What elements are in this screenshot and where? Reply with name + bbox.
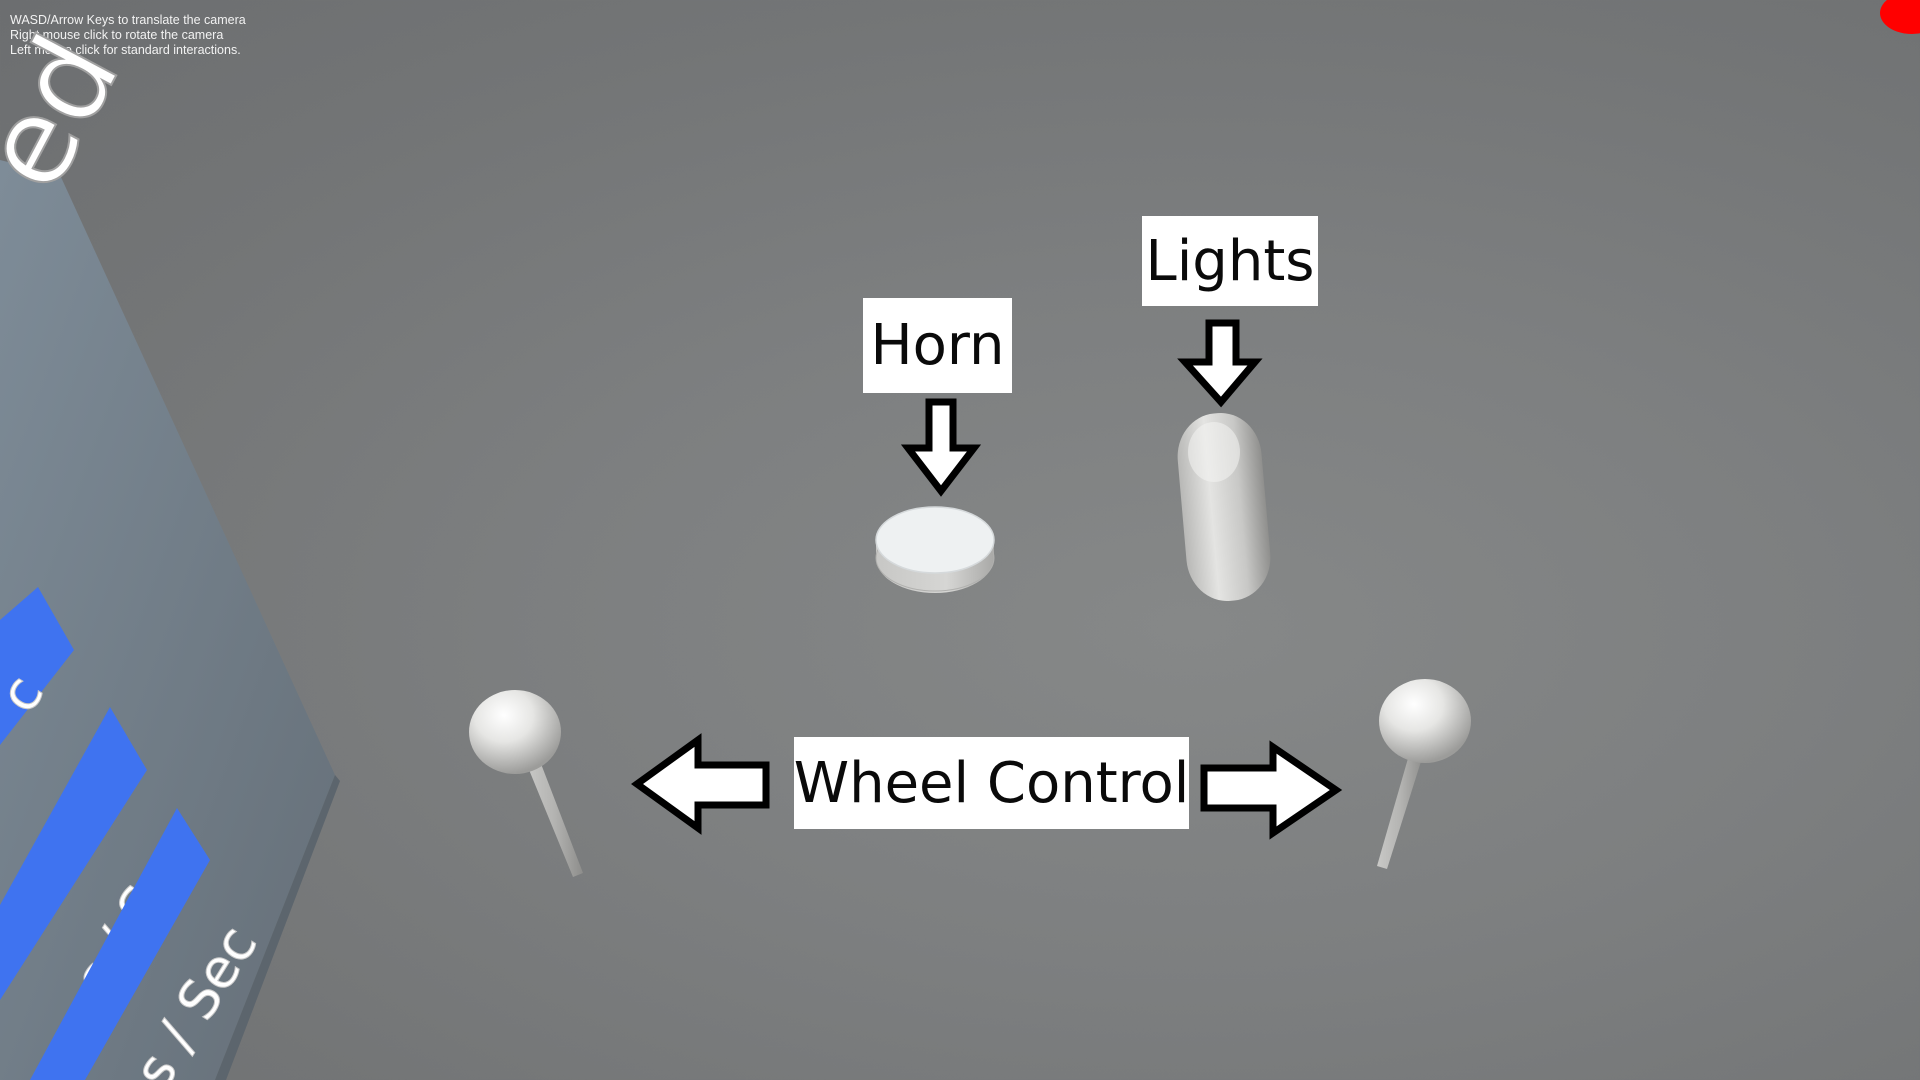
panel-button-1[interactable]: c [0,587,74,745]
panel-title-fragment: ed [0,14,147,212]
lights-arrow-icon [1177,319,1263,408]
wheel-right-joystick[interactable] [1377,679,1471,869]
horn-arrow-icon [900,398,982,497]
horn-label: Horn [863,298,1012,393]
instruction-translate: WASD/Arrow Keys to translate the camera [10,13,246,27]
wheel-control-label: Wheel Control [794,737,1189,829]
wheel-right-arrow-icon [1200,740,1343,840]
camera-instructions: WASD/Arrow Keys to translate the camera … [10,13,246,58]
lights-label: Lights [1142,216,1318,306]
wheel-left-joystick[interactable] [469,690,583,877]
instruction-interact: Left mouse click for standard interactio… [10,43,241,57]
lights-toggle[interactable] [1174,410,1274,605]
wheel-left-arrow-icon [631,733,770,835]
instruction-rotate: Right mouse click to rotate the camera [10,28,224,42]
horn-button[interactable] [875,506,995,593]
